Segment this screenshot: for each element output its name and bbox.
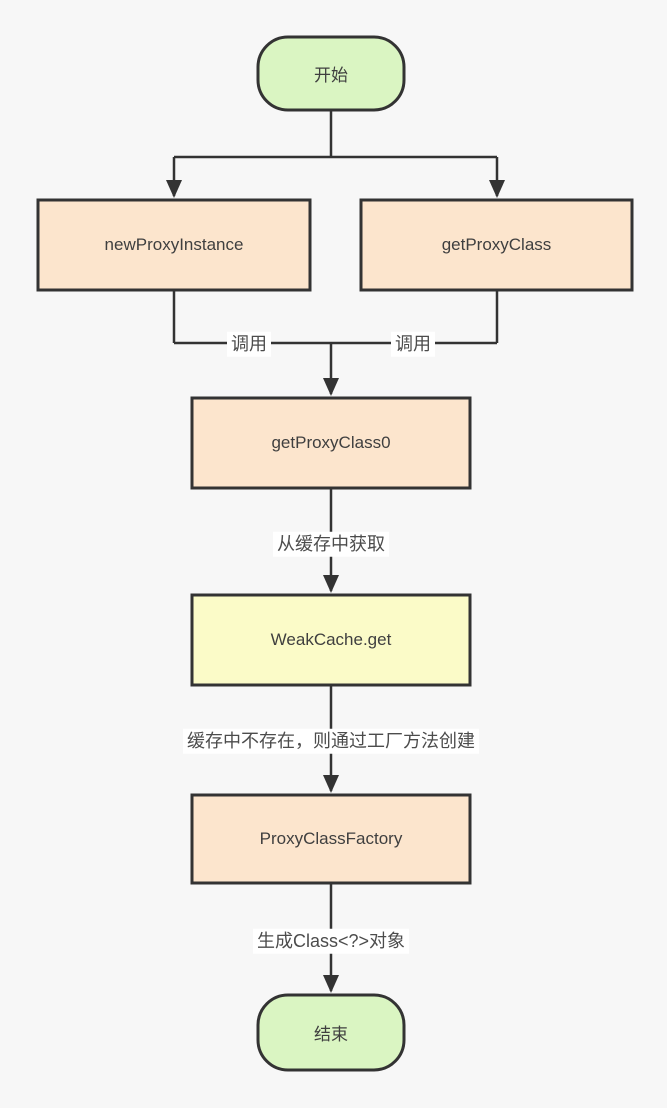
start-node [256, 35, 406, 112]
get-proxy-class-node [359, 198, 634, 292]
end-node [256, 993, 406, 1072]
weak-cache-get-node [190, 593, 472, 687]
get-proxy-class0-node [190, 396, 472, 490]
proxy-class-factory-node [190, 793, 472, 885]
new-proxy-instance-node [36, 198, 312, 292]
